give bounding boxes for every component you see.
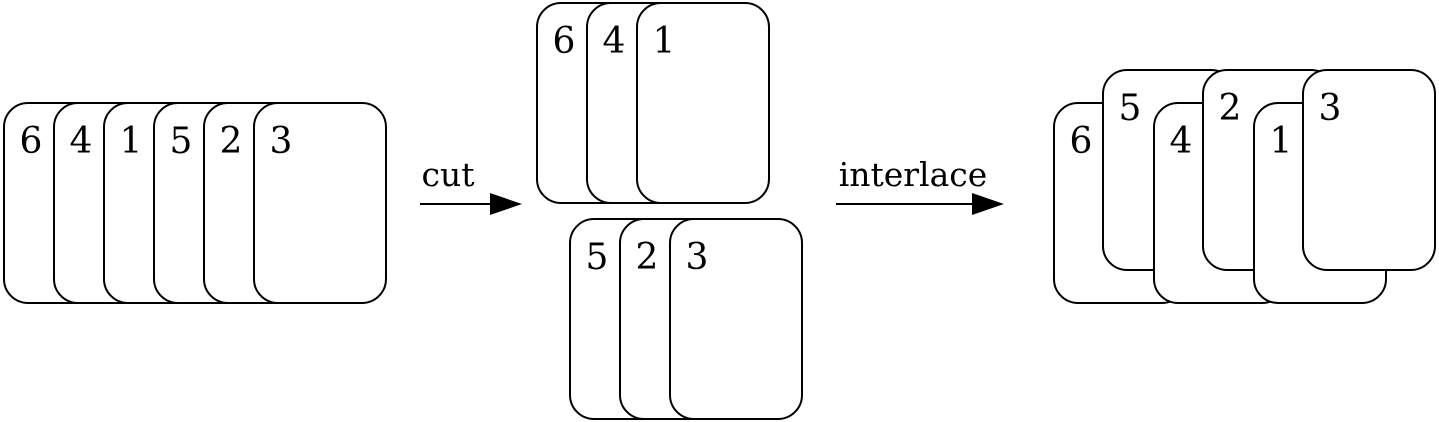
card-label: 5 xyxy=(1119,88,1142,129)
card-label: 6 xyxy=(553,21,576,62)
card-label: 1 xyxy=(120,121,143,162)
original-deck: 6 4 1 5 2 3 xyxy=(3,102,387,304)
card-label: 6 xyxy=(1070,121,1093,162)
bottom-pile-card-3: 3 xyxy=(669,218,803,420)
card-label: 1 xyxy=(653,21,676,62)
cut-label: cut xyxy=(422,155,475,194)
cut-pile-top: 6 4 1 xyxy=(536,2,770,204)
card-label: 3 xyxy=(1319,88,1342,129)
card-label: 6 xyxy=(20,121,43,162)
card-label: 1 xyxy=(1270,121,1293,162)
card-label: 2 xyxy=(1219,88,1242,129)
cut-arrow-head xyxy=(490,193,522,215)
cut-arrow: cut xyxy=(420,155,522,215)
interlaced-deck: 6 5 4 2 1 3 xyxy=(1053,69,1436,304)
interlaced-card-6: 3 xyxy=(1302,69,1436,271)
interlace-label: interlace xyxy=(839,155,988,194)
card-label: 4 xyxy=(1170,121,1193,162)
top-pile-card-3: 1 xyxy=(636,2,770,204)
card-label: 5 xyxy=(586,237,609,278)
card-label: 2 xyxy=(220,121,243,162)
card-label: 2 xyxy=(636,237,659,278)
card-label: 5 xyxy=(170,121,193,162)
card-label: 3 xyxy=(686,237,709,278)
card-label: 4 xyxy=(603,21,626,62)
cut-pile-bottom: 5 2 3 xyxy=(569,218,803,420)
original-card-6: 3 xyxy=(253,102,387,304)
card-label: 4 xyxy=(70,121,93,162)
interlace-arrow-head xyxy=(972,193,1004,215)
interlace-arrow: interlace xyxy=(836,155,1004,215)
card-label: 3 xyxy=(270,121,293,162)
